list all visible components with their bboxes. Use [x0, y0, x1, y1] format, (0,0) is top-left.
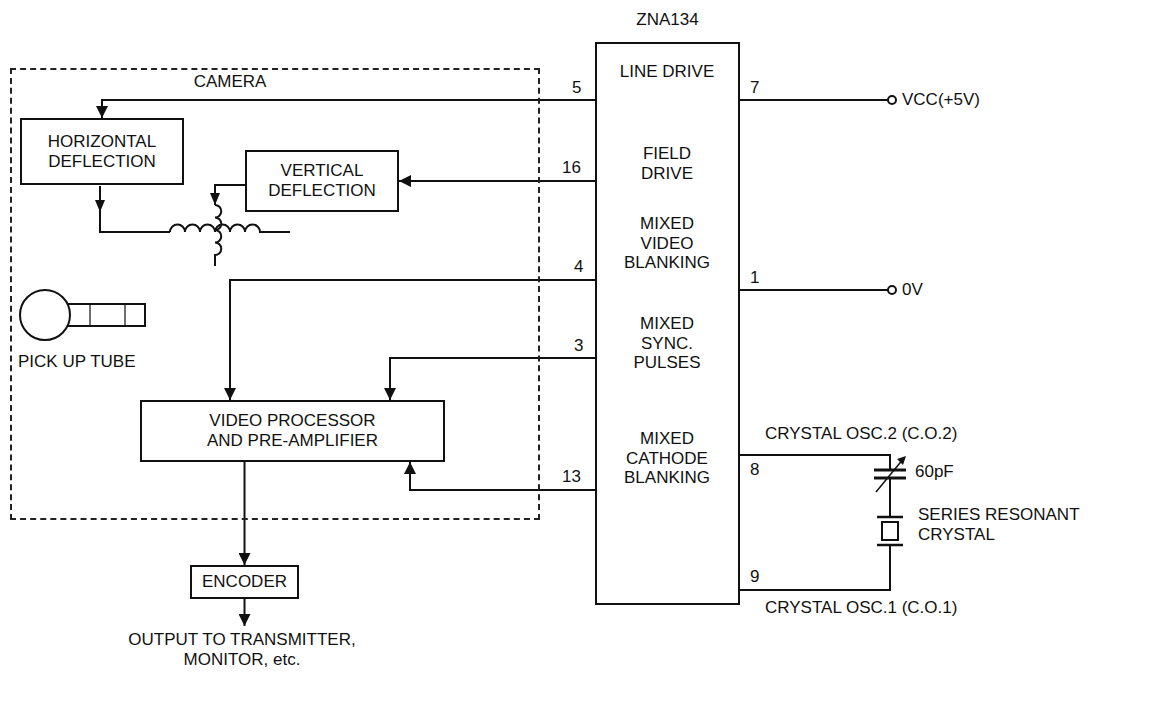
- output-note: OUTPUT TO TRANSMITTER, MONITOR, etc.: [92, 630, 392, 669]
- pin-function: MIXED SYNC. PULSES: [617, 314, 717, 373]
- box-label: ENCODER: [202, 572, 287, 592]
- tube-bulb: [20, 290, 70, 340]
- signal-wire: [410, 462, 595, 490]
- process-box: ENCODER: [190, 565, 299, 599]
- horizontal-feed-wire: [100, 186, 170, 232]
- housing-title: CAMERA: [185, 72, 275, 92]
- pin-number: 5: [572, 78, 581, 98]
- pin-function: FIELD DRIVE: [617, 144, 717, 183]
- pin-number: 1: [750, 268, 759, 288]
- pin-number: 16: [562, 158, 581, 178]
- pin-function: LINE DRIVE: [617, 62, 717, 82]
- process-box: VIDEO PROCESSOR AND PRE-AMPLIFIER: [140, 400, 445, 462]
- process-box: VERTICAL DEFLECTION: [245, 150, 399, 212]
- vertical-winding: [215, 205, 221, 266]
- signal-wire: [399, 180, 595, 182]
- crystal-body: [882, 522, 898, 540]
- pin-number: 13: [562, 467, 581, 487]
- ground-wire: [740, 289, 888, 291]
- crystal-wire: [740, 455, 890, 590]
- part-label: PICK UP TUBE: [18, 352, 135, 372]
- box-label: HORIZONTAL DEFLECTION: [32, 132, 172, 171]
- vcc-terminal: [888, 96, 896, 104]
- tube-rings: [90, 304, 125, 326]
- process-box: HORIZONTAL DEFLECTION: [20, 118, 184, 185]
- camera-housing: CAMERA HORIZONTAL DEFLECTION VERTICAL DEFL…: [10, 68, 540, 520]
- component-label: SERIES RESONANT CRYSTAL: [918, 505, 1098, 544]
- signal-name: CRYSTAL OSC.1 (C.O.1): [765, 598, 957, 618]
- output-arrow: [244, 599, 246, 626]
- pin-number: 7: [750, 78, 759, 98]
- pin-number: 4: [574, 257, 583, 277]
- vcc-wire: [740, 99, 888, 101]
- pin-number: 3: [574, 336, 583, 356]
- crystal-symbol: [877, 517, 903, 545]
- arrowhead: [95, 200, 105, 212]
- signal-wire: [230, 280, 595, 400]
- tube-neck: [67, 304, 145, 326]
- trimmer-arrow: [876, 458, 904, 492]
- supply-label: VCC(+5V): [902, 90, 980, 110]
- ground-terminal: [888, 286, 896, 294]
- pin-number: 8: [750, 460, 759, 480]
- ic-package: ZNA134LINE DRIVEFIELD DRIVEMIXED VIDEO B…: [595, 42, 740, 605]
- arrowhead: [897, 456, 906, 465]
- pin-number: 9: [750, 567, 759, 587]
- signal-wire: [390, 358, 595, 400]
- signal-name: CRYSTAL OSC.2 (C.O.2): [765, 424, 957, 444]
- signal-wire: [102, 100, 595, 118]
- horizontal-winding: [170, 225, 290, 233]
- arrowhead: [210, 193, 220, 205]
- signal-wire: [244, 462, 246, 565]
- box-label: VERTICAL DEFLECTION: [257, 161, 387, 200]
- supply-label: 0V: [902, 280, 923, 300]
- vertical-feed-wire: [215, 185, 245, 205]
- pin-function: MIXED CATHODE BLANKING: [617, 429, 717, 488]
- component-value: 60pF: [915, 462, 954, 482]
- box-label: VIDEO PROCESSOR AND PRE-AMPLIFIER: [195, 411, 390, 450]
- chip-name: ZNA134: [597, 10, 738, 30]
- pin-function: MIXED VIDEO BLANKING: [617, 214, 717, 273]
